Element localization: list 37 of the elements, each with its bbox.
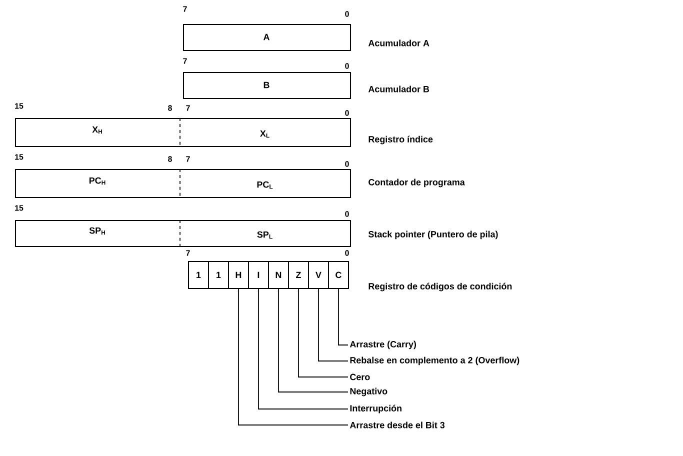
- register-name: Contador de programa: [368, 178, 465, 188]
- flag-description: Negativo: [350, 388, 388, 396]
- flag-description: Arrastre (Carry): [350, 340, 416, 350]
- flag-description: Cero: [350, 374, 370, 380]
- leader-line: [238, 288, 348, 426]
- register-box: A: [183, 24, 351, 51]
- bit-cell: 1: [188, 261, 209, 289]
- register-name: Registro de códigos de condición: [368, 282, 512, 292]
- bit-cell: I: [248, 261, 269, 289]
- register-box: B: [183, 72, 351, 99]
- register-name: Acumulador B: [368, 86, 430, 92]
- node-label: PC$_{L}$: [257, 181, 273, 189]
- flag-description: Arrastre desde el Bit 3: [350, 422, 445, 428]
- register-name: Registro índice: [368, 136, 433, 144]
- register-name: Stack pointer (Puntero de pila): [368, 230, 498, 240]
- register-name: Acumulador A: [368, 40, 430, 46]
- register-box: PC$_{H}$ PC$_{L}$: [15, 168, 351, 198]
- leader-line: [258, 288, 348, 410]
- flag-description: Rebalse en complemento a 2 (Overflow): [350, 356, 520, 366]
- bit-cell: 1: [208, 261, 229, 289]
- bit-cell: C: [328, 261, 349, 289]
- register-box: X$_{H}$ X$_{L}$: [15, 118, 351, 147]
- leader-line: [338, 288, 348, 346]
- bit-cell: N: [268, 261, 289, 289]
- bit-cell: H: [228, 261, 249, 289]
- node-label: X$_{L}$: [260, 130, 270, 138]
- leader-line: [298, 288, 348, 378]
- node-label: SP$_{L}$: [257, 231, 272, 239]
- bit-cell: Z: [288, 261, 309, 289]
- node-label: PC$_{H}$: [89, 177, 106, 185]
- flag-description: Interrupción: [350, 404, 402, 414]
- leader-line: [318, 288, 348, 362]
- leader-line: [278, 288, 348, 392]
- register-box: SP$_{H}$ SP$_{L}$: [15, 220, 351, 247]
- bit-cell: V: [308, 261, 329, 289]
- node-label: X$_{H}$: [92, 126, 102, 134]
- node-label: SP$_{H}$: [89, 227, 106, 235]
